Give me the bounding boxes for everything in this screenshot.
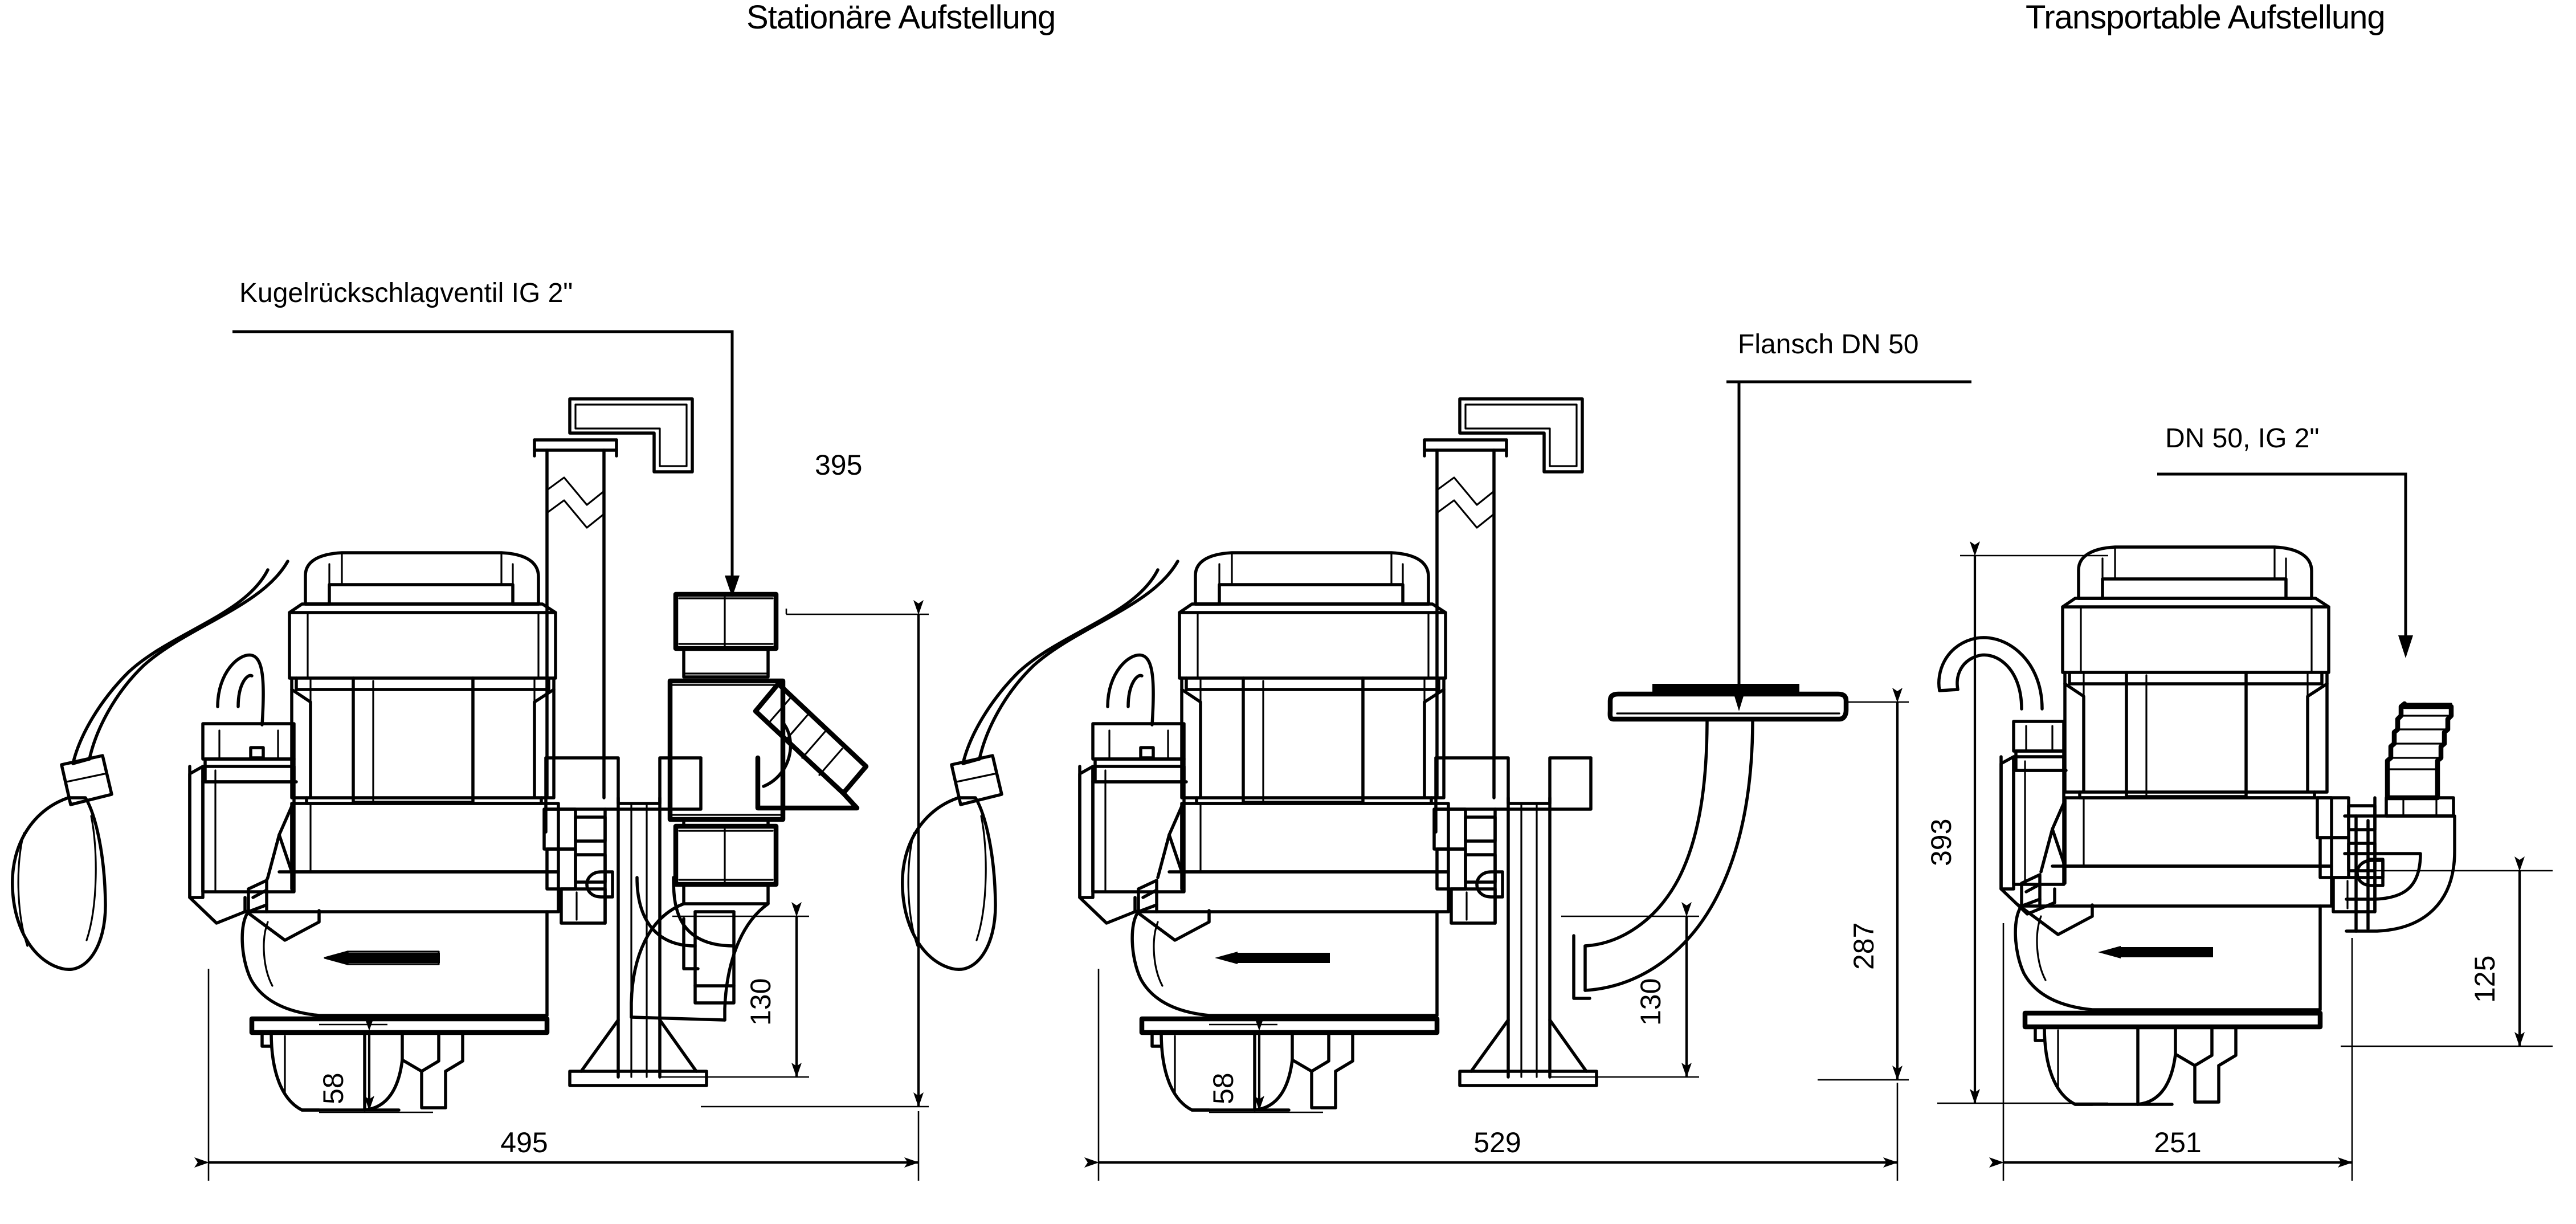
dim-right-outlet-125-value: 125 [2469, 956, 2501, 1003]
dim-left-width-495-value: 495 [500, 1127, 548, 1158]
dim-mid-flange-287: 287 [1818, 688, 1909, 1081]
dim-mid-width-529-value: 529 [1473, 1127, 1521, 1158]
discharge-flange-mid [1432, 807, 1504, 925]
float-switch-assembly-mid [901, 560, 1179, 971]
dim-right-outlet-125: 125 [2341, 856, 2553, 1047]
dim-left-foot-58-value: 58 [317, 1072, 349, 1104]
callout-dn50-ig2: DN 50, IG 2" [2157, 423, 2413, 658]
guide-rail-left [533, 397, 694, 799]
callout-ball-check-valve: Kugelrückschlagventil IG 2" [232, 278, 740, 597]
dim-left-outlet-130-value: 130 [745, 978, 777, 1026]
leader-arrowhead-icon [725, 576, 740, 597]
suction-strainer-left [249, 1016, 550, 1112]
dim-left-foot-58: 58 [317, 1016, 433, 1113]
hose-barb-elbow-right [2343, 701, 2456, 933]
float-switch-assembly-left [11, 560, 289, 971]
dim-right-height-393-value: 393 [1925, 819, 1957, 866]
page-title-right: Transportable Aufstellung [2026, 0, 2385, 36]
dim-mid-flange-287-value: 287 [1848, 923, 1880, 970]
dim-mid-outlet-130: 130 [1551, 902, 1699, 1078]
ball-check-valve-left [630, 591, 869, 1022]
pump-casing-right [2014, 796, 2333, 1011]
discharge-flange-left [542, 807, 614, 925]
callout-dn50-ig2-label: DN 50, IG 2" [2165, 423, 2319, 454]
discharge-pipe-bend-mid [1572, 717, 1754, 1000]
view-left-stationary: Kugelrückschlagventil IG 2" [11, 278, 929, 1181]
dim-right-width-251-value: 251 [2154, 1127, 2201, 1158]
leader-arrowhead-icon [2398, 635, 2413, 658]
dim-right-height-393: 393 [1925, 541, 2108, 1104]
pump-casing-left [240, 802, 560, 1017]
suction-strainer-right [2022, 1010, 2323, 1106]
view-right-transportable: DN 50, IG 2" [1925, 423, 2553, 1181]
dim-left-height-395-value: 395 [815, 449, 862, 481]
callout-ball-check-valve-leader [232, 330, 734, 576]
view-middle-stationary-flange: Flansch DN 50 [901, 329, 1971, 1181]
discharge-elbow-left [635, 876, 736, 1005]
dim-mid-outlet-130-value: 130 [1635, 978, 1667, 1026]
dim-left-width-495: 495 [194, 969, 920, 1181]
callout-dn50-ig2-leader [2157, 472, 2407, 635]
dim-mid-foot-58: 58 [1207, 1016, 1323, 1113]
cable-gland-box-mid [1078, 653, 1188, 925]
motor-housing-right [2061, 597, 2330, 799]
page-title-left: Stationäre Aufstellung [746, 0, 1055, 36]
flow-direction-arrow-icon-right [2098, 946, 2213, 958]
dim-right-width-251: 251 [1989, 923, 2353, 1181]
dim-mid-width-529: 529 [1084, 969, 1899, 1181]
guide-rail-mid [1423, 397, 1584, 799]
callout-flange-dn50-label: Flansch DN 50 [1738, 329, 1918, 360]
pump-casing-mid [1130, 802, 1450, 1017]
flow-direction-arrow-icon-left [324, 950, 440, 965]
flow-direction-arrow-icon-mid [1215, 952, 1330, 964]
cable-gland-box-left [188, 653, 298, 925]
dim-left-outlet-130: 130 [661, 902, 809, 1078]
dim-left-height-395: 395 [701, 449, 929, 1108]
flange-plate-mid [1607, 684, 1849, 722]
callout-flange-dn50: Flansch DN 50 [1726, 329, 1971, 711]
dim-mid-foot-58-value: 58 [1207, 1072, 1239, 1104]
callout-ball-check-valve-label: Kugelrückschlagventil IG 2" [239, 278, 573, 308]
